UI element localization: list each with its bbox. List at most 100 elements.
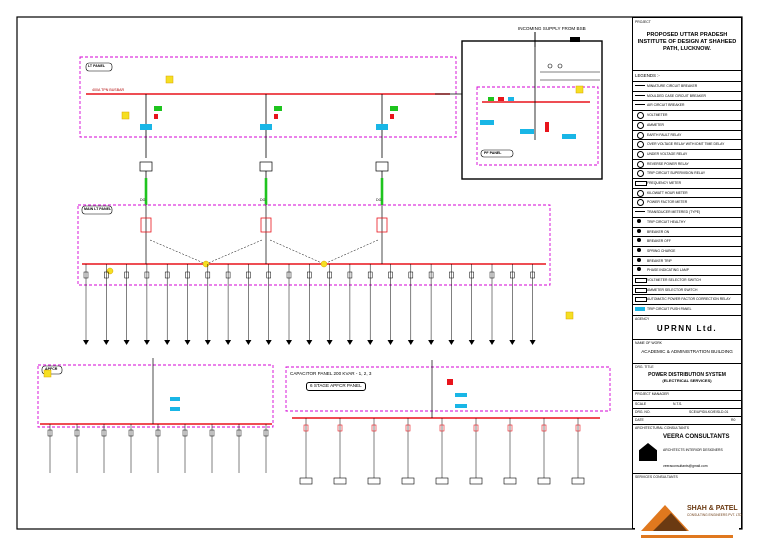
mccb-symbol xyxy=(337,424,343,432)
acb-symbol-icon xyxy=(635,104,645,107)
legend-label: EARTH FAULT RELAY xyxy=(647,132,682,137)
mccb-symbol xyxy=(367,271,373,279)
mccb-symbol xyxy=(83,271,89,279)
mccb-symbol xyxy=(185,271,190,279)
capacitor-bank xyxy=(333,418,347,485)
outgoing-feeder xyxy=(245,264,252,345)
lamp-symbol-icon xyxy=(637,228,641,233)
mccb-symbol xyxy=(286,271,292,279)
legend-row: REVERSE POWER RELAY xyxy=(633,158,741,168)
lt-panel-title: LT PANEL xyxy=(88,63,106,68)
legend-row: FREQUENCY METER xyxy=(633,178,741,187)
feeder-arrow-icon xyxy=(407,340,414,345)
outgoing-feeder xyxy=(225,264,232,345)
legend-row: VOLTMETER SELECTOR SWITCH xyxy=(633,275,741,284)
lighting-feeder xyxy=(263,424,269,473)
legend-row: VOLTMETER xyxy=(633,110,741,120)
lamp-symbol-icon xyxy=(637,238,641,243)
mcb-symbol xyxy=(182,429,188,437)
feeder-arrow-icon xyxy=(204,340,211,345)
mccb-symbol xyxy=(575,424,581,432)
lamp-symbol-icon xyxy=(637,257,641,262)
pf-panel xyxy=(476,84,599,166)
mcb-symbol xyxy=(101,429,107,437)
legend-label: SPRING CHARGE xyxy=(647,248,676,253)
legend-label: PHASE INDICATING LAMP xyxy=(647,268,689,273)
capacitor-bank xyxy=(367,418,381,485)
mcb-symbol xyxy=(47,429,53,437)
outgoing-feeder xyxy=(448,264,455,345)
legend-label: TRIP CIRCUIT PUSH PANEL xyxy=(647,307,692,312)
incoming-supply-block xyxy=(461,32,603,180)
pf-panel-title: PF PANEL xyxy=(484,150,502,155)
busbar-label: 400A TPN BUSBAR xyxy=(92,88,125,92)
lighting-panel-title: APFCR xyxy=(45,366,58,371)
capacitor-symbol xyxy=(299,477,313,485)
mccb-symbol xyxy=(530,271,535,279)
mcb-symbol xyxy=(236,429,242,437)
services-logo-icon xyxy=(641,505,733,538)
legend-row: BREAKER ON xyxy=(633,226,741,236)
scale-caption: SCALE xyxy=(635,402,647,406)
outgoing-feeder xyxy=(184,264,191,345)
legend-row: KILOWATT HOUR METER xyxy=(633,187,741,197)
mccb-symbol xyxy=(449,271,454,279)
legend-label: UNDER VOLTAGE RELAY xyxy=(647,151,688,156)
feeder-arrow-icon xyxy=(346,340,353,345)
legend-label: POWER FACTOR METER xyxy=(647,200,688,205)
outer-sheet-border xyxy=(16,16,743,530)
legend-row: AMMETER xyxy=(633,119,741,129)
capacitor-bank xyxy=(401,418,415,485)
outgoing-feeder xyxy=(204,264,211,345)
mcb-symbol-icon xyxy=(635,85,645,88)
feeder-arrow-icon xyxy=(184,340,191,345)
feeder-arrow-icon xyxy=(468,340,475,345)
legend-label: KILOWATT HOUR METER xyxy=(647,190,688,195)
legend-label: AIR CIRCUIT BREAKER xyxy=(647,103,685,108)
capacitor-banks xyxy=(299,418,585,485)
mccb-symbol xyxy=(303,424,309,432)
mcb-symbol xyxy=(74,429,80,437)
meter-box-symbol-icon xyxy=(635,181,647,186)
feeder-arrow-icon xyxy=(265,340,272,345)
outgoing-feeder xyxy=(83,264,89,345)
services-name-1: SHAH & PATEL xyxy=(687,505,738,512)
outgoing-feeder xyxy=(265,264,272,345)
outgoing-feeder xyxy=(326,264,333,345)
legend-row: PHASE INDICATING LAMP xyxy=(633,265,741,274)
capacitor-bank xyxy=(299,418,313,485)
project-caption: PROJECT xyxy=(635,20,651,24)
ammeter-symbol-icon xyxy=(637,121,644,129)
capacitor-symbol xyxy=(333,477,347,485)
date-caption: DATE xyxy=(635,418,644,422)
mccb-symbol xyxy=(307,271,312,279)
feeder-arrow-icon xyxy=(387,340,394,345)
mccb-symbol xyxy=(507,424,513,432)
lighting-feeder xyxy=(155,424,161,473)
outgoing-feeders-lighting xyxy=(47,424,269,473)
drawing-name-line-2: (ELECTRICAL SERVICES) xyxy=(662,378,712,383)
main-lt-panel-title: MAIN LT PANEL xyxy=(84,206,112,211)
legend-heading: LEGENDS :- xyxy=(635,73,660,78)
lighting-feeder xyxy=(128,424,134,473)
legend-row: POWER FACTOR METER xyxy=(633,197,741,207)
apfcr-panel-title: 6 STAGE APFCR PANEL xyxy=(306,382,366,391)
feeder-caption-2: DG xyxy=(260,198,266,202)
outgoing-feeder xyxy=(387,264,394,345)
legend-label: TRIP CIRCUIT HEALTHY xyxy=(647,219,686,224)
feeder-arrow-icon xyxy=(489,340,495,345)
lighting-feeder xyxy=(236,424,242,473)
capacitor-bank xyxy=(469,418,483,485)
apfc-symbol-icon xyxy=(635,297,647,303)
services-caption: SERVICES CONSULTANTS xyxy=(635,475,678,479)
legend-row: AIR CIRCUIT BREAKER xyxy=(633,100,741,109)
lighting-feeder xyxy=(47,424,53,473)
legend-row: SPRING CHARGE xyxy=(633,245,741,255)
services-logo: SHAH & PATEL CONSULTING ENGINEERS PVT. L… xyxy=(635,491,743,541)
feeder-arrow-icon xyxy=(286,340,292,345)
feeder-arrow-icon xyxy=(367,340,374,345)
outgoing-feeder xyxy=(346,264,353,345)
feeder-3 xyxy=(375,94,398,205)
legend-row: BREAKER OFF xyxy=(633,236,741,245)
legend-label: OVER VOLTAGE RELAY WITH IDMT TIME DELAY xyxy=(647,142,725,147)
